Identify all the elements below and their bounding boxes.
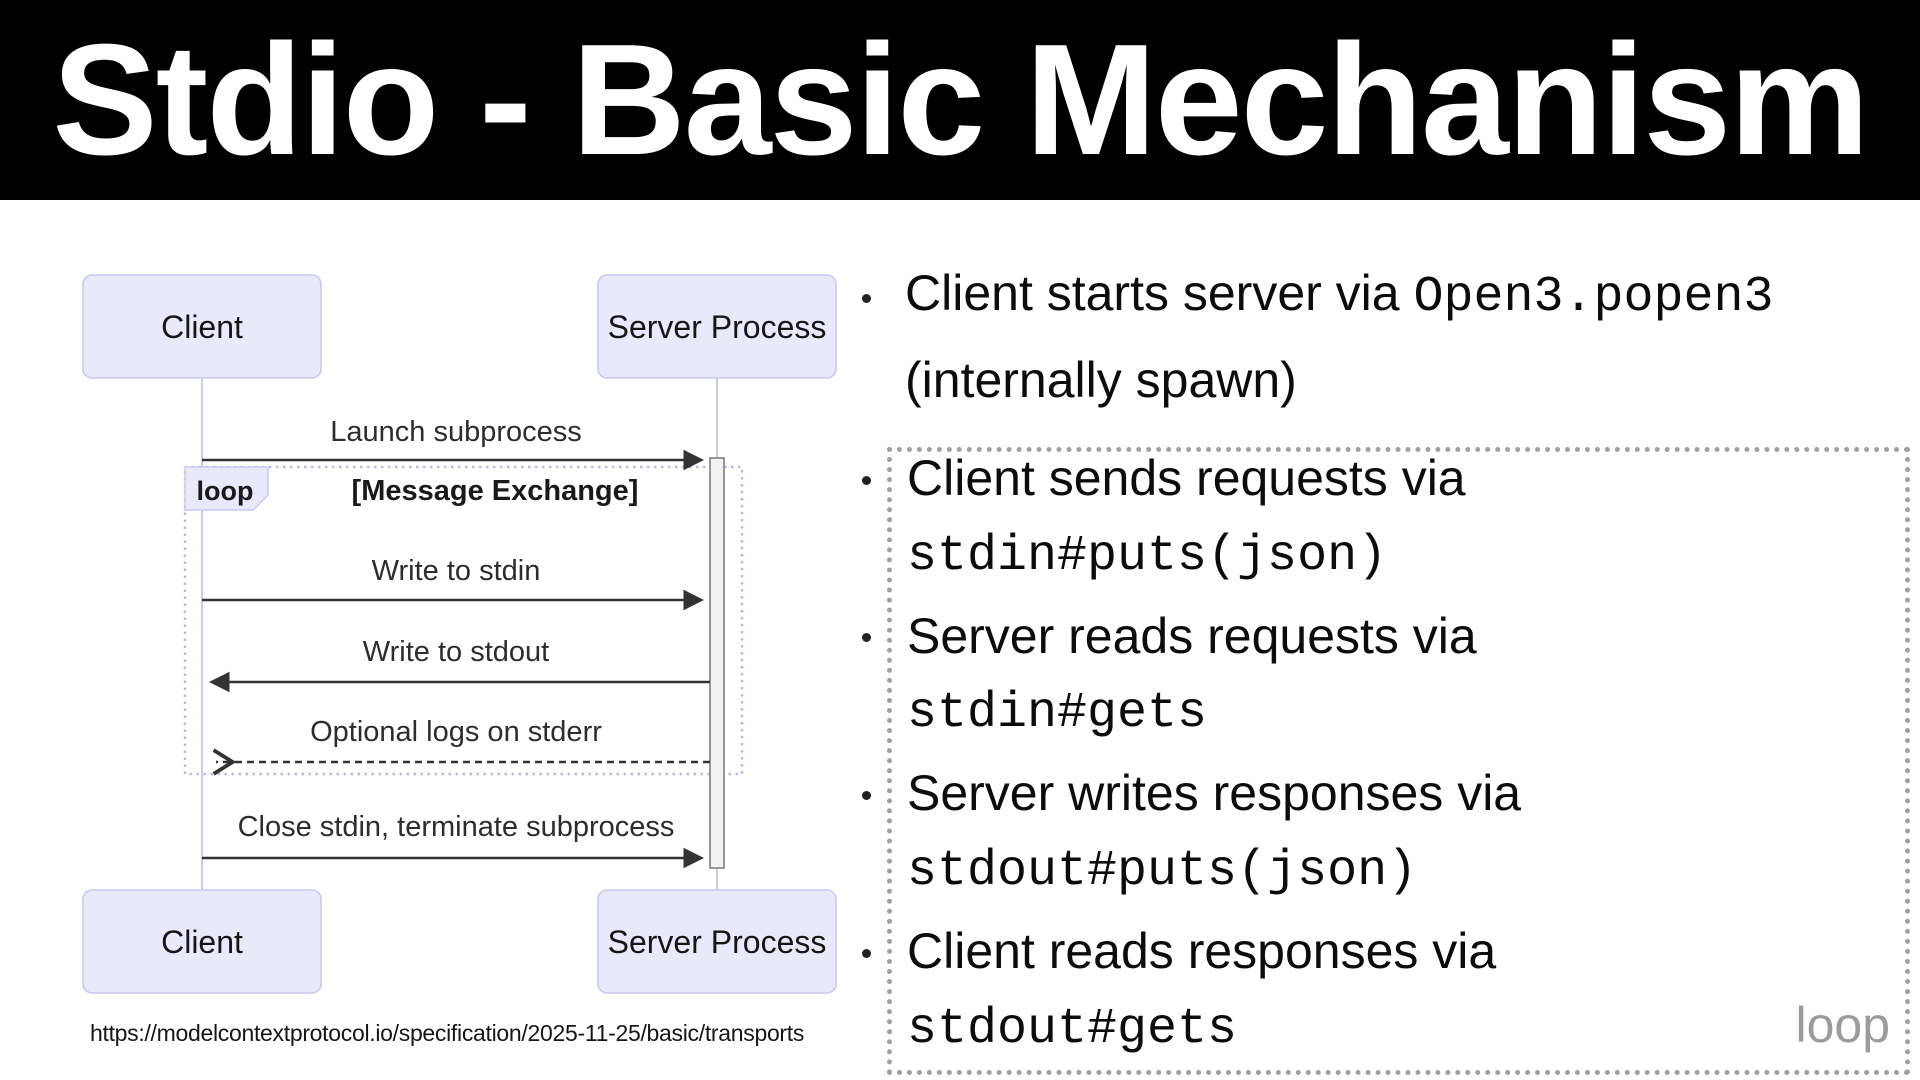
bullet-marker [862, 791, 871, 800]
slide-title: Stdio - Basic Mechanism [52, 12, 1869, 188]
bullet-marker [862, 949, 871, 958]
bullet-code-open3: Open3.popen3 [1413, 269, 1774, 326]
bullet-text: Client sends requests via [907, 450, 1466, 506]
actor-box-client-top [82, 274, 322, 379]
bullet-marker [862, 476, 871, 485]
bullet-text: Client reads responses via [907, 922, 1497, 979]
source-url: https://modelcontextprotocol.io/specific… [90, 1020, 805, 1046]
bullet-code: stdout#gets [907, 1000, 1238, 1058]
actor-box-client-bottom [82, 889, 322, 994]
bullet-marker [862, 294, 871, 303]
loop-condition-label: [Message Exchange] [352, 475, 639, 507]
notes-loop-list: Client sends requests via stdin#puts(jso… [907, 439, 1521, 1069]
actor-label-server-bottom: Server Process [608, 924, 827, 960]
loop-frame [183, 465, 744, 776]
notes-loop-frame [887, 447, 1910, 1075]
bullet-text: Client starts server via [905, 265, 1414, 321]
actor-box-server-bottom [597, 889, 837, 994]
bullet-text: Server reads requests via [907, 607, 1477, 664]
bullet-code: stdin#puts(json) [907, 527, 1388, 585]
message-label-write-to-stdin: Write to stdin [372, 555, 541, 587]
activation-bar [709, 457, 725, 869]
actor-label-client-bottom: Client [161, 924, 243, 960]
message-label-stderr-logs: Optional logs on stderr [310, 716, 602, 748]
message-label-write-to-stdout: Write to stdout [363, 636, 549, 668]
loop-tag [184, 466, 269, 511]
actor-label-client-top: Client [161, 309, 243, 345]
bullet-item-start-server: Client starts server via Open3.popen3 (i… [905, 252, 1774, 421]
actor-label-server-top: Server Process [608, 309, 827, 345]
slide-title-banner: Stdio - Basic Mechanism [0, 0, 1920, 200]
bullet-text: (internally spawn) [905, 352, 1297, 408]
message-label-launch-subprocess: Launch subprocess [330, 416, 582, 448]
bullet-code: stdin#gets [907, 685, 1208, 743]
bullet-text: Server writes responses via [907, 765, 1522, 822]
loop-watermark-label: loop [1795, 997, 1890, 1053]
bullet-marker [862, 633, 871, 642]
message-label-close-stdin: Close stdin, terminate subprocess [238, 811, 675, 843]
bullet-code: stdout#puts(json) [907, 842, 1418, 900]
actor-box-server-top [597, 274, 837, 379]
loop-tag-label: loop [197, 476, 254, 506]
